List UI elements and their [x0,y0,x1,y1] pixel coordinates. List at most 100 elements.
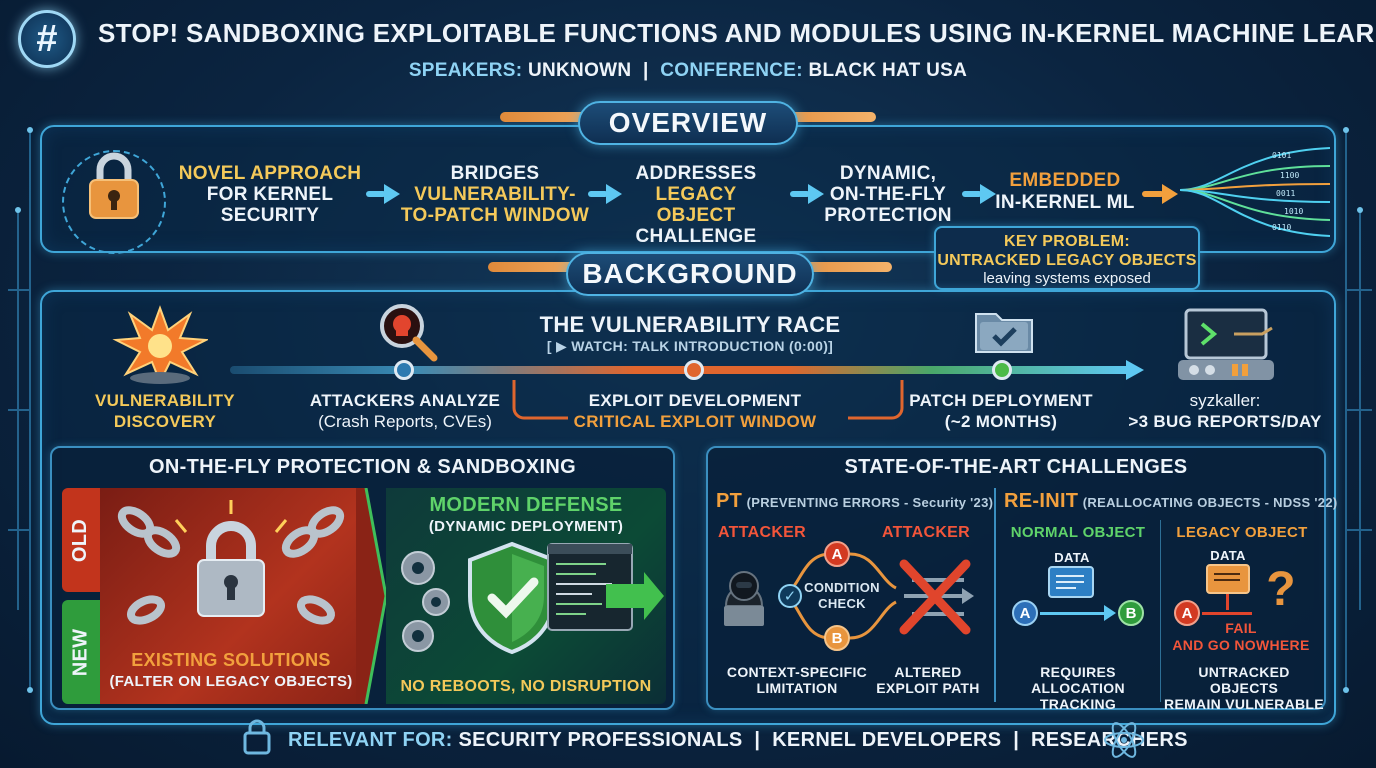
speakers-value: UNKNOWN [527,60,632,81]
normal-object-label: NORMAL OBJECT [1010,524,1146,541]
explosion-icon [112,305,208,384]
race-title: THE VULNERABILITY RACE [539,312,841,337]
normal-data-icon [1048,566,1094,598]
overview-arrow-head-3 [808,184,824,204]
atom-icon [1104,722,1144,758]
normal-flow-arrow-head [1104,605,1116,621]
hacker-icon [724,571,764,626]
timeline-arrow-head [1126,360,1144,380]
conference-label: CONFERENCE: [660,60,803,81]
pt-attacker-label: ATTACKER [717,524,807,541]
blocked-path-icon [899,559,974,635]
key-problem-sub: leaving systems exposed [983,270,1151,287]
transition-chevron [356,488,386,704]
svg-text:0101: 0101 [1272,151,1291,160]
overview-step-3: ADDRESSES LEGACY OBJECT CHALLENGE [635,163,757,247]
fail-label: FAIL AND GO NOWHERE [1172,620,1310,653]
overview-arrow-5 [1142,191,1164,197]
gears-icon [401,551,450,652]
altered-exploit-path: ALTERED EXPLOIT PATH [876,664,980,696]
pt-header: PT (PREVENTING ERRORS - Security '23) [716,490,994,512]
code-window-icon [547,543,664,631]
overview-arrow-4 [962,191,982,197]
legacy-drop-line [1226,594,1229,610]
challenges-divider [994,488,996,702]
challenges-title: STATE-OF-THE-ART CHALLENGES [844,456,1188,478]
requires-allocation: REQUIRES ALLOCATION TRACKING [1031,664,1125,712]
legacy-flow-line [1202,612,1252,615]
key-problem-text: UNTRACKED LEGACY OBJECTS [937,252,1197,269]
header-separator: | [643,60,649,81]
key-problem-box: KEY PROBLEM: UNTRACKED LEGACY OBJECTS le… [934,226,1200,290]
svg-text:1100: 1100 [1280,171,1299,180]
stage-analyze: ATTACKERS ANALYZE (Crash Reports, CVEs) [309,391,501,431]
laptop-icon [1178,308,1274,380]
protection-title: ON-THE-FLY PROTECTION & SANDBOXING [149,456,576,478]
existing-solutions: EXISTING SOLUTIONS (FALTER ON LEGACY OBJ… [109,650,353,690]
normal-data-label: DATA [1054,550,1090,565]
overview-tab: OVERVIEW [578,101,798,145]
broken-chain-lock-icon [117,500,345,625]
overview-arrow-head-5 [1162,184,1178,204]
reinit-header: RE-INIT (REALLOCATING OBJECTS - NDSS '22… [1004,490,1338,512]
hash-icon: # [36,17,58,60]
condition-check-icon: ✓ [778,584,802,608]
circuit-decoration-left [8,127,33,693]
legacy-object-label: LEGACY OBJECT [1176,524,1308,541]
timeline-bar [230,366,1130,374]
modern-defense: MODERN DEFENSE (DYNAMIC DEPLOYMENT) [428,494,624,535]
pt-node-a: A [824,541,850,567]
folder-check-icon [975,313,1033,353]
pt-attacker2-label: ATTACKER [881,524,971,541]
overview-arrow-1 [366,191,386,197]
stage-syzkaller: syzkaller: >3 BUG REPORTS/DAY [1128,391,1322,431]
untracked-objects: UNTRACKED OBJECTS REMAIN VULNERABLE [1164,664,1324,712]
page-title: STOP! SANDBOXING EXPLOITABLE FUNCTIONS A… [98,18,1376,48]
overview-step-5: EMBEDDED IN-KERNEL ML [995,170,1135,213]
normal-flow-arrow [1040,612,1108,615]
svg-text:1010: 1010 [1284,207,1303,216]
background-tab-wing-left [488,262,608,272]
stage-exploit: EXPLOIT DEVELOPMENT CRITICAL EXPLOIT WIN… [573,391,817,431]
timeline-dot-patch [992,360,1012,380]
legacy-data-icon [1206,564,1250,594]
svg-text:0011: 0011 [1276,189,1295,198]
normal-node-b: B [1118,600,1144,626]
condition-check: CONDITION CHECK [804,580,880,611]
overview-step-1: NOVEL APPROACH FOR KERNEL SECURITY [178,163,362,226]
overview-arrow-head-2 [606,184,622,204]
conference-value: BLACK HAT USA [808,60,968,81]
new-tag: NEW [62,600,100,704]
key-problem-label: KEY PROBLEM: [1004,233,1130,250]
no-reboots: NO REBOOTS, NO DISRUPTION [400,678,652,695]
overview-step-4: DYNAMIC, ON-THE-FLY PROTECTION [824,163,952,226]
data-stream-icon: 0101 1100 0011 1010 0110 [1180,147,1330,237]
normal-node-a: A [1012,600,1038,626]
timeline-dot-analyze [394,360,414,380]
legacy-node-a: A [1174,600,1200,626]
speakers-line: SPEAKERS: UNKNOWN | CONFERENCE: BLACK HA… [0,60,1376,82]
context-limitation: CONTEXT-SPECIFIC LIMITATION [726,664,868,696]
overview-arrow-head-4 [980,184,996,204]
watch-link[interactable]: [ ▶ WATCH: TALK INTRODUCTION (0:00)] [546,338,834,354]
overview-arrow-head-1 [384,184,400,204]
old-tag: OLD [62,488,100,592]
pt-node-b: B [824,625,850,651]
overview-arrow-2 [588,191,608,197]
shield-check-icon [468,541,556,655]
overview-tab-wing-right [756,112,876,122]
timeline-dot-exploit [684,360,704,380]
speakers-label: SPEAKERS: [408,60,523,81]
svg-text:0110: 0110 [1272,223,1291,232]
stage-patch: PATCH DEPLOYMENT (~2 MONTHS) [909,391,1093,431]
magnifier-icon [380,304,438,362]
lock-icon [89,152,139,219]
background-tab-wing-right [772,262,892,272]
stage-discovery: VULNERABILITY DISCOVERY [95,391,235,431]
overview-tab-wing-left [500,112,620,122]
background-tab: BACKGROUND [566,252,814,296]
reinit-divider [1160,520,1161,702]
circuit-decoration-right [1343,127,1372,693]
footer-relevance: RELEVANT FOR: SECURITY PROFESSIONALS | K… [288,729,1188,751]
exploit-window-bracket [512,380,904,420]
